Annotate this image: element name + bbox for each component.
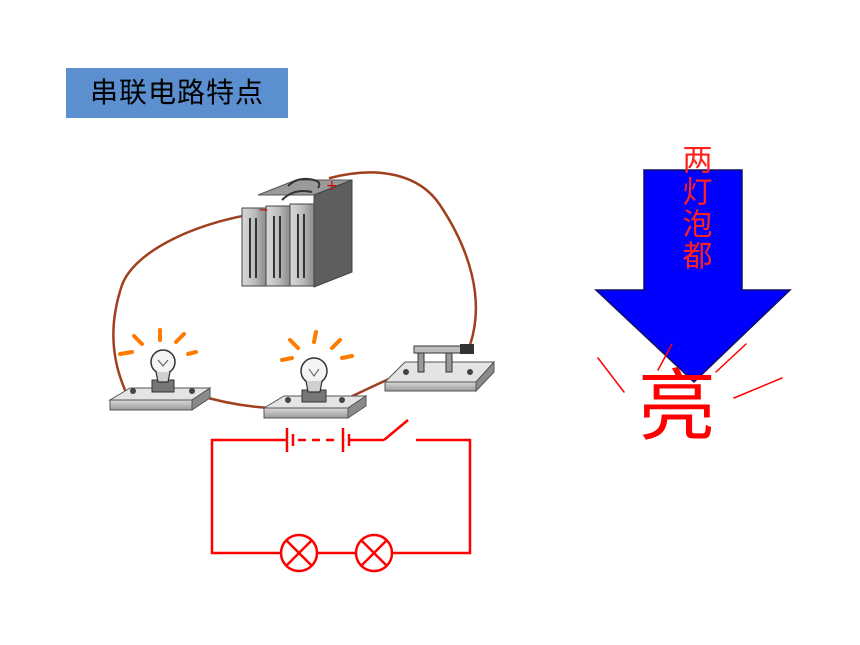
schematic-wire-right: [392, 438, 472, 555]
schematic-lamp-left: [279, 533, 319, 573]
circuit-schematic: [210, 419, 472, 573]
arrow-label: 两灯泡都: [677, 144, 713, 272]
wire-battery-negative-to-left-bulb: [112, 210, 270, 392]
right-bulb-board: [262, 330, 368, 419]
battery-negative-mark: −: [258, 203, 269, 218]
arrow-label-text: 两灯泡都: [677, 144, 713, 272]
down-arrow: 两灯泡都: [594, 144, 792, 384]
right-bulb-glow-rays: [280, 330, 354, 362]
schematic-switch-symbol: [383, 419, 409, 441]
knife-switch: [383, 344, 496, 393]
schematic-wire-left: [210, 438, 280, 555]
left-bulb-glow-rays: [118, 328, 198, 356]
schematic-battery-symbol: [280, 428, 384, 452]
slide-title: 串联电路特点: [66, 68, 288, 118]
left-bulb: [150, 349, 176, 383]
bright-result-text: 亮: [638, 362, 717, 452]
schematic-lamp-right: [354, 533, 394, 573]
battery-positive-mark: +: [326, 178, 338, 194]
wire-battery-positive-to-switch: [328, 171, 478, 347]
right-bulb: [300, 357, 328, 393]
left-bulb-board: [108, 328, 212, 411]
battery: + −: [241, 177, 353, 288]
bright-glow-lines: [597, 343, 783, 399]
